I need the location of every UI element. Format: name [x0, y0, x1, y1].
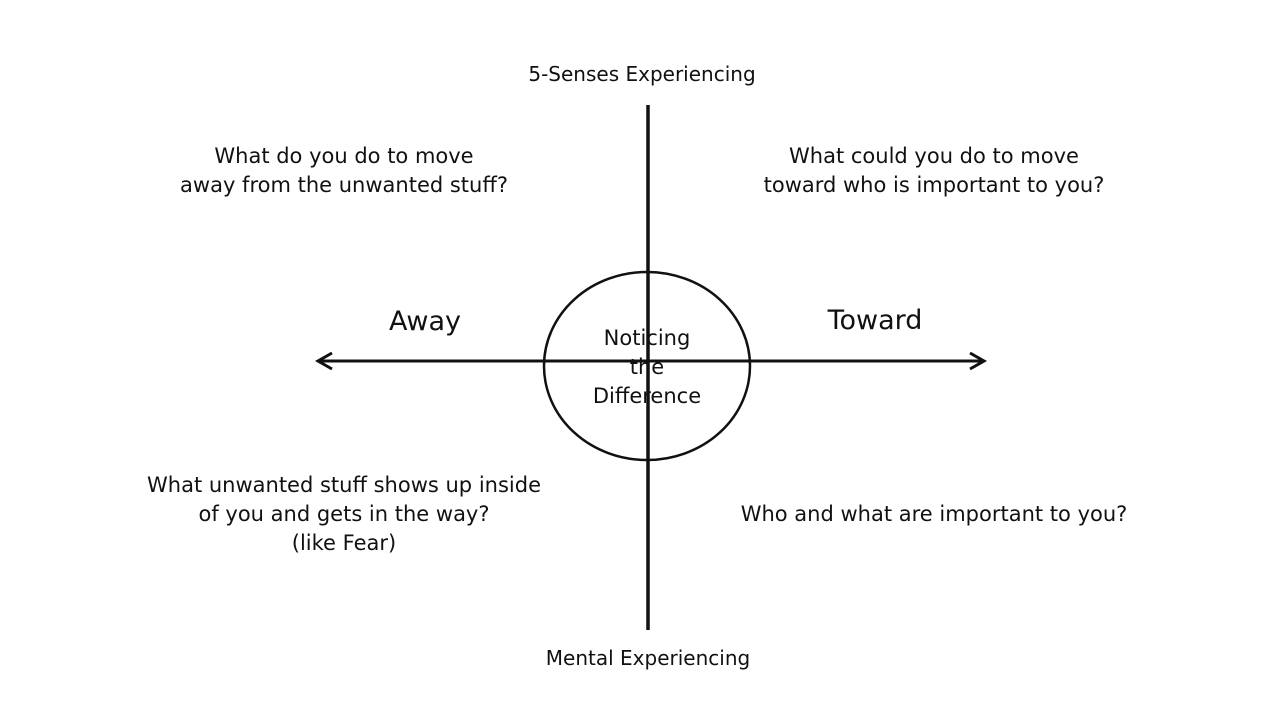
quadrant-top-right-text: What could you do to move toward who is … [763, 144, 1105, 197]
right-arrowhead [969, 351, 988, 371]
away-label: Away [389, 306, 461, 337]
vertical-axis-bottom-label: Mental Experiencing [545, 646, 751, 670]
left-arrowhead [314, 351, 333, 371]
quadrant-top-left-text: What do you do to move away from the unw… [180, 144, 508, 197]
toward-label: Toward [827, 305, 923, 336]
center-circle [542, 270, 752, 462]
center-circle-label: Noticing the Difference [592, 326, 702, 408]
vertical-axis-top-label: 5-Senses Experiencing [528, 62, 756, 86]
quadrant-bottom-left-text: What unwanted stuff shows up inside of y… [147, 473, 541, 555]
quadrant-bottom-right-text: Who and what are important to you? [740, 502, 1128, 526]
